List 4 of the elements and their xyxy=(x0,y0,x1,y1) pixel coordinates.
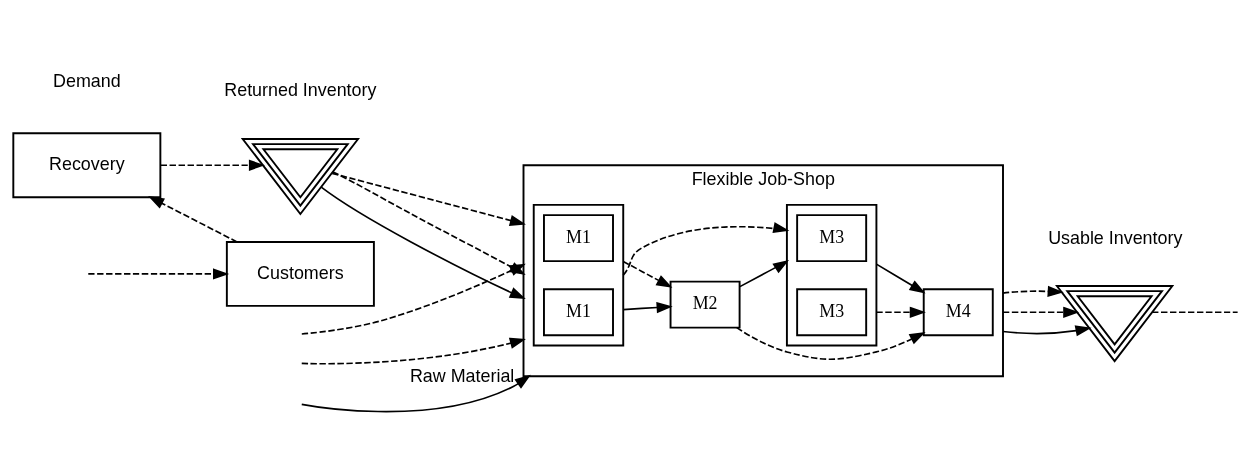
edge-label: Raw Material xyxy=(409,365,515,386)
node-label: Returned Inventory xyxy=(224,79,377,100)
node-label: Usable Inventory xyxy=(1048,227,1183,247)
label: Demand xyxy=(53,70,121,91)
